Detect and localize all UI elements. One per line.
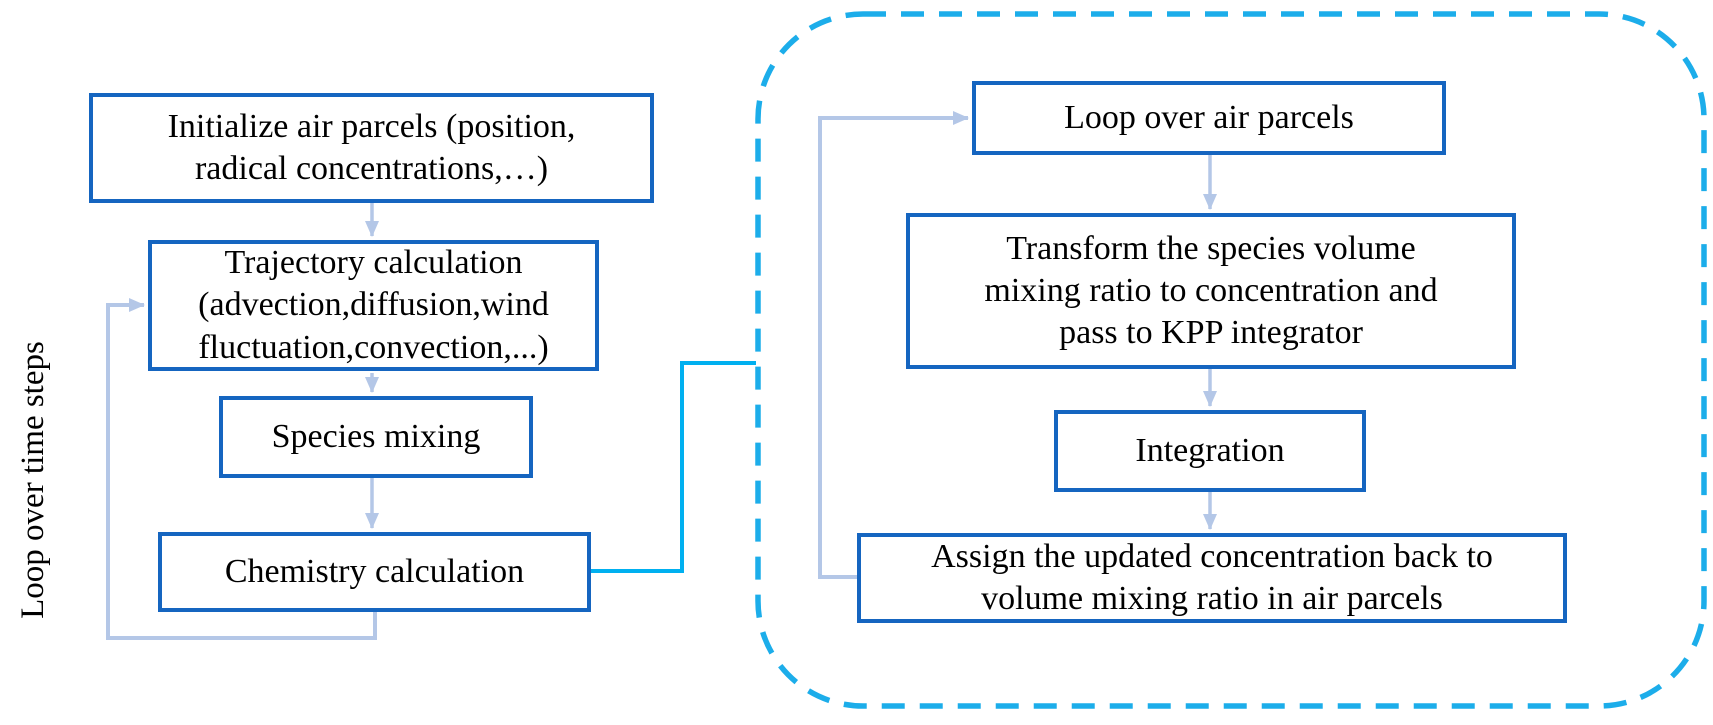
flow-step-label-line: Transform the species volume — [1006, 229, 1416, 267]
flow-step-trajectory-calculation: Trajectory calculation (advection,diffus… — [148, 240, 599, 371]
flow-step-integration: Integration — [1054, 410, 1366, 492]
flow-step-label-line: volume mixing ratio in air parcels — [981, 580, 1443, 617]
chemistry-to-kpp-connector — [591, 361, 756, 573]
flow-step-initialize-air-parcels: Initialize air parcels (position, radica… — [89, 93, 654, 203]
flow-step-label-line: Trajectory calculation — [224, 244, 523, 282]
flow-step-label-line: fluctuation,convection,...) — [198, 328, 549, 366]
flow-step-loop-over-air-parcels: Loop over air parcels — [972, 81, 1446, 155]
outer-loop-label: Loop over time steps — [15, 341, 51, 619]
flow-step-label-line: radical concentrations,…) — [194, 150, 549, 187]
flow-step-transform-to-concentration: Transform the species volume mixing rati… — [906, 213, 1516, 369]
kpp-region-dashed-border — [755, 11, 1707, 709]
flow-step-label-line: Chemistry calculation — [224, 552, 525, 590]
flow-step-label-line: (advection,diffusion,wind — [198, 286, 549, 324]
flow-step-label-line: Loop over air parcels — [1064, 98, 1354, 136]
flow-step-label-line: Assign the updated concentration back to — [931, 537, 1493, 575]
flow-step-label-line: Species mixing — [271, 417, 481, 455]
parcel-loop-arrow — [818, 111, 969, 579]
flow-step-species-mixing: Species mixing — [219, 396, 533, 478]
flow-step-assign-back-to-parcels: Assign the updated concentration back to… — [857, 533, 1567, 623]
flow-step-chemistry-calculation: Chemistry calculation — [158, 532, 591, 612]
flow-step-label-line: Initialize air parcels (position, — [167, 107, 576, 145]
flow-step-label-line: Integration — [1135, 431, 1285, 469]
time-step-loop-arrow — [106, 298, 377, 640]
flow-step-label-line: mixing ratio to concentration and — [984, 271, 1438, 309]
flow-step-label-line: pass to KPP integrator — [1059, 314, 1363, 352]
